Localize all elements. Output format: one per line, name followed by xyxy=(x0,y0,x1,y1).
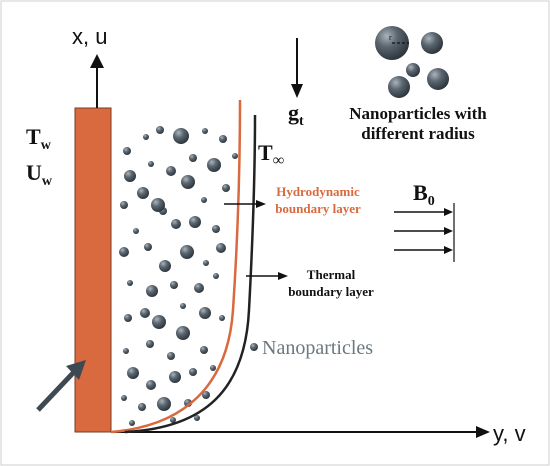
inflow-arrowhead xyxy=(66,360,86,380)
gravity-arrowhead xyxy=(291,84,303,98)
nanoparticle xyxy=(180,245,194,259)
nanoparticle xyxy=(138,403,146,411)
nanoparticle xyxy=(119,247,129,257)
nanoparticle xyxy=(170,417,176,423)
x-axis-arrowhead xyxy=(90,54,104,68)
x-axis-label: x, u xyxy=(72,24,107,49)
nanoparticle xyxy=(140,308,150,318)
thermal-label-line1: Thermal xyxy=(307,267,356,282)
nanoparticle xyxy=(121,395,127,401)
nanoparticle xyxy=(127,367,139,379)
nanoparticle xyxy=(213,273,219,279)
nanoparticle xyxy=(181,175,195,189)
nanoparticle xyxy=(189,368,197,376)
thermal-boundary-curve xyxy=(124,114,257,434)
nanoparticle xyxy=(123,348,129,354)
y-axis-label: y, v xyxy=(493,421,526,446)
nanoparticle xyxy=(127,280,133,286)
nanoparticle xyxy=(216,243,226,253)
legend-particle-medium xyxy=(421,32,443,54)
nanoparticle xyxy=(146,285,158,297)
hydrodynamic-pointer-arrowhead xyxy=(256,200,266,208)
magnetic-field-arrowhead-1 xyxy=(444,208,453,216)
nanoparticle xyxy=(151,198,165,212)
nanoparticle xyxy=(124,314,132,322)
nanoparticle xyxy=(129,420,135,426)
nanoparticle xyxy=(232,153,238,159)
y-axis-arrowhead xyxy=(476,426,490,438)
legend-particle-small xyxy=(406,63,420,77)
nanoparticle xyxy=(156,126,164,134)
nanoparticle xyxy=(146,340,154,348)
particle-size-legend: r Nanoparticles with different radius xyxy=(349,26,487,143)
nanoparticle xyxy=(146,380,156,390)
inflow-arrow-shaft xyxy=(36,370,76,412)
nanoparticle xyxy=(143,134,149,140)
nanoparticle xyxy=(123,147,131,155)
legend-caption-line2: different radius xyxy=(361,124,475,143)
legend-caption-line1: Nanoparticles with xyxy=(349,104,487,123)
nanoparticle xyxy=(222,184,230,192)
nanoparticle xyxy=(207,158,221,172)
nanoparticle xyxy=(144,243,152,251)
nanoparticle xyxy=(199,307,211,319)
nanoparticle xyxy=(201,197,207,203)
magnetic-field-arrowhead-3 xyxy=(444,246,453,254)
nanoparticle xyxy=(170,281,178,289)
nanoparticle xyxy=(124,170,136,182)
nanoparticles-label: Nanoparticles xyxy=(262,337,373,359)
nanoparticle xyxy=(194,283,204,293)
heated-wall-plate xyxy=(74,107,112,433)
nanoparticle xyxy=(176,326,190,340)
nanoparticle xyxy=(200,346,208,354)
nanoparticle xyxy=(159,260,171,272)
nanoparticle xyxy=(202,391,210,399)
nanoparticle xyxy=(157,397,171,411)
nanoparticle xyxy=(167,352,175,360)
nanoparticle xyxy=(137,187,149,199)
hydrodynamic-label-line1: Hydrodynamic xyxy=(276,184,360,199)
nanoparticle xyxy=(148,161,154,167)
nanoparticle xyxy=(120,201,128,209)
nanoparticle-cloud xyxy=(119,126,238,426)
nanoparticle xyxy=(173,128,189,144)
thermal-label-line2: boundary layer xyxy=(288,284,374,299)
nanoparticle xyxy=(203,260,209,266)
nanoparticle xyxy=(180,303,186,309)
nanoparticle xyxy=(171,219,181,229)
nanoparticle-legend-dot xyxy=(250,343,258,351)
wall-temperature-label: Tw xyxy=(26,124,52,153)
nanoparticle xyxy=(202,128,208,134)
legend-radius-mark: r xyxy=(389,33,392,42)
nanoparticle xyxy=(219,135,227,143)
nanoparticle xyxy=(210,365,216,371)
magnetic-field-label: B0 xyxy=(413,180,435,209)
legend-particle-medium-3 xyxy=(388,76,410,98)
nanoparticle xyxy=(169,371,181,383)
nanoparticle xyxy=(189,216,201,228)
nanoparticle xyxy=(219,315,225,321)
nanoparticle xyxy=(194,415,200,421)
gravity-label: gt xyxy=(288,100,304,129)
nanoparticle xyxy=(189,154,197,162)
free-stream-temperature-label: T∞ xyxy=(258,140,284,169)
hydrodynamic-label-line2: boundary layer xyxy=(275,201,361,216)
nanoparticle xyxy=(166,166,176,176)
wall-velocity-label: Uw xyxy=(26,160,53,189)
hydrodynamic-boundary-curve xyxy=(110,99,242,434)
nanoparticle xyxy=(133,228,139,234)
thermal-pointer-arrowhead xyxy=(278,272,288,280)
magnetic-field-arrowhead-2 xyxy=(444,227,453,235)
nanoparticle xyxy=(152,315,166,329)
nanoparticle xyxy=(212,225,220,233)
legend-particle-medium-2 xyxy=(427,68,449,90)
magnetic-field-arrows xyxy=(394,203,455,262)
